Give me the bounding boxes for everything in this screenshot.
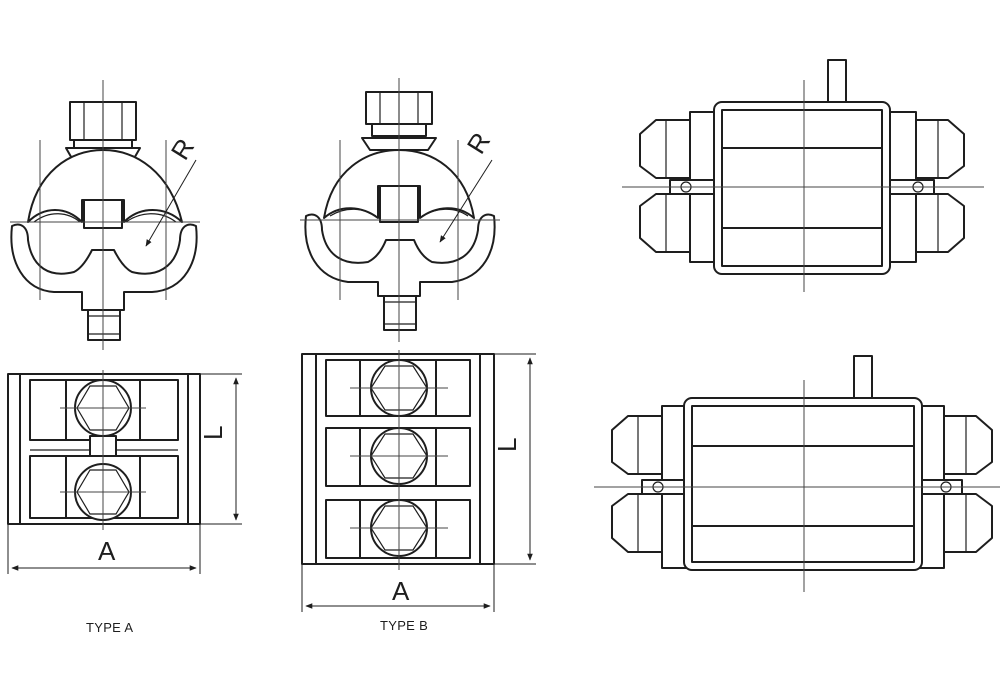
type-b-length-label: L xyxy=(492,438,522,452)
stud xyxy=(827,59,847,105)
type-a-side-view xyxy=(7,370,242,574)
type-a-front-view xyxy=(10,80,200,350)
type-b-width-label: A xyxy=(392,576,410,606)
threaded-stud xyxy=(87,309,121,341)
upper-clamp-body xyxy=(27,149,183,223)
type-b-caption: TYPE B xyxy=(380,618,428,633)
stud xyxy=(853,355,873,401)
threaded-stud xyxy=(383,295,417,331)
type-b-front-view xyxy=(300,78,500,342)
lower-clamp-body xyxy=(10,223,198,311)
type-a-caption: TYPE A xyxy=(86,620,133,635)
type-b-radius-label: R xyxy=(461,127,496,159)
type-b-top-view xyxy=(594,355,1000,592)
type-a-radius-label: R xyxy=(165,133,200,165)
type-a-top-view xyxy=(622,59,984,292)
type-a-length-label: L xyxy=(198,426,228,440)
type-b-side-view xyxy=(301,350,536,612)
type-a-width-label: A xyxy=(98,536,116,566)
lower-clamp-body xyxy=(304,213,496,297)
